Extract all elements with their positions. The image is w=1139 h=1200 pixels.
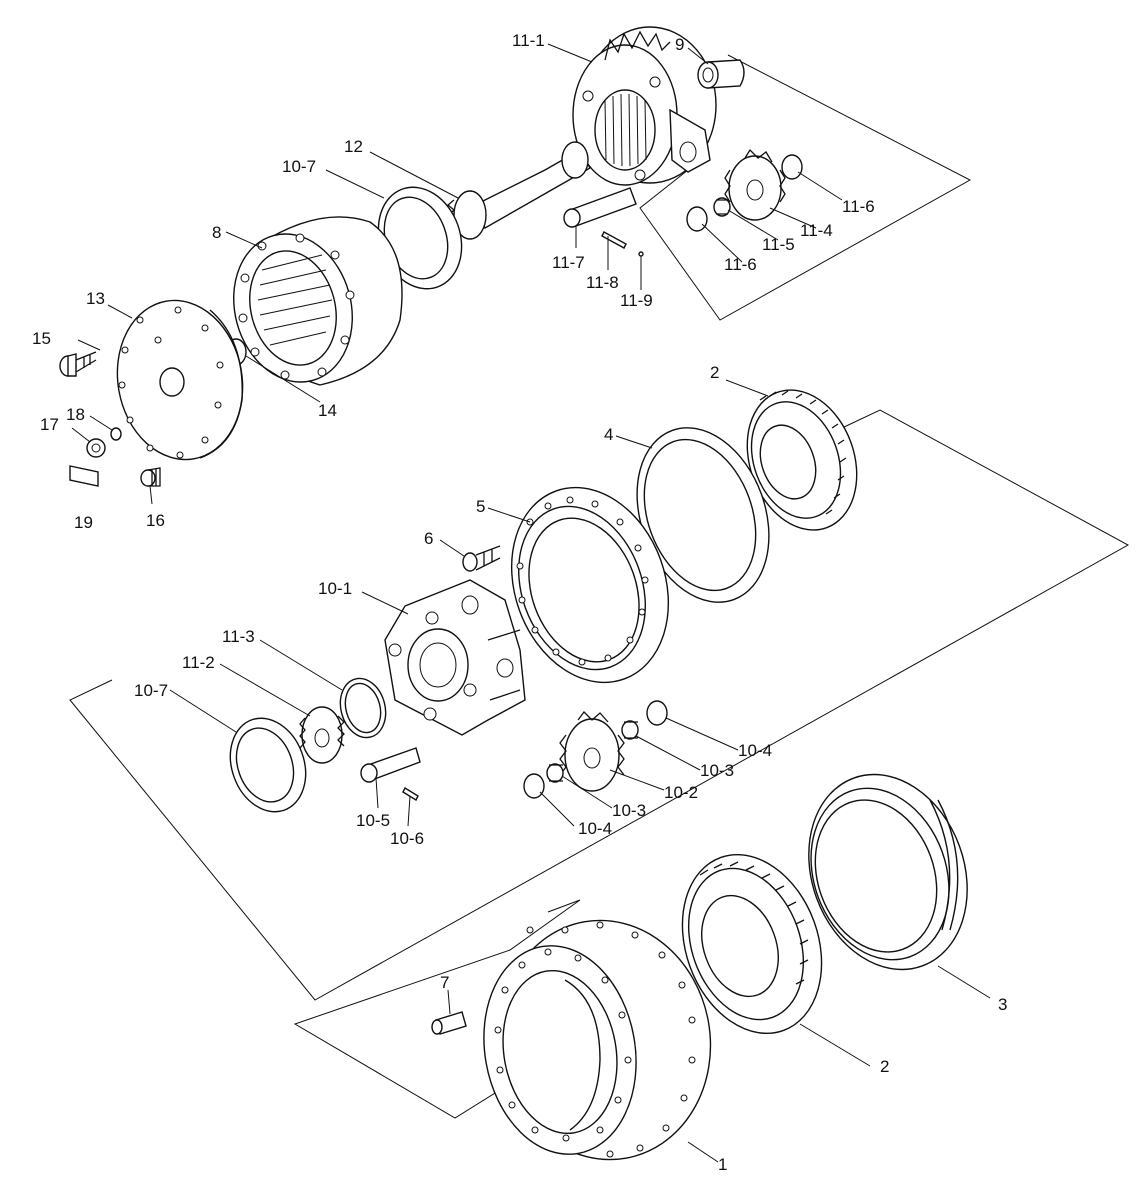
assembly-frame-top: [639, 54, 972, 321]
label-11-8: 11-8: [586, 273, 619, 292]
part-11-2-sun-gear: [299, 706, 345, 764]
label-11-7: 11-7: [552, 253, 585, 272]
label-13: 13: [86, 289, 105, 308]
part-2-bearing-bottom: [681, 853, 823, 1035]
label-16: 16: [146, 511, 165, 530]
part-10-7-washer-top: [377, 186, 463, 290]
label-3: 3: [998, 995, 1007, 1014]
label-9: 9: [675, 35, 684, 54]
part-5-bearing-ring: [510, 486, 670, 684]
part-12-shaft: [446, 141, 591, 240]
label-11-4: 11-4: [800, 221, 833, 240]
label-10-6: 10-6: [390, 829, 424, 848]
part-11-9-pin: [638, 251, 644, 257]
assembly-frame-bottom: [293, 899, 581, 1119]
label-10-1: 10-1: [318, 579, 352, 598]
label-11-1: 11-1: [512, 31, 545, 50]
part-9-bushing: [697, 59, 745, 89]
part-11-4-planet-gear: [724, 148, 786, 221]
part-10-7-washer-mid: [229, 717, 307, 813]
part-8-ring-gear: [233, 216, 403, 386]
part-17-plug: [86, 438, 106, 458]
label-10-2: 10-2: [664, 783, 698, 802]
label-10-5: 10-5: [356, 811, 390, 830]
part-6-bolt: [462, 545, 501, 572]
part-10-5-pin: [360, 747, 421, 783]
assembly-frame-middle: [69, 409, 1130, 1001]
part-11-6-washer-a: [781, 154, 803, 180]
part-1-hub: [483, 919, 712, 1161]
label-6: 6: [424, 529, 433, 548]
label-1: 1: [718, 1155, 727, 1174]
label-10-7-top: 10-7: [282, 157, 316, 176]
part-labels: 11-1 9 12 10-7 8 13 15 18 17 19 16 14 11…: [32, 31, 1007, 1174]
label-15: 15: [32, 329, 51, 348]
label-10-3-b: 10-3: [612, 801, 646, 820]
ring-gear-teeth: [257, 254, 333, 346]
part-15-bolt: [59, 351, 97, 377]
leader-lines: [71, 43, 991, 1163]
part-16-plug: [140, 467, 161, 487]
part-2-bearing-top: [746, 389, 858, 531]
part-10-4-washer-b: [523, 773, 545, 799]
label-7: 7: [440, 973, 449, 992]
part-19-name-plate: [69, 465, 99, 487]
label-4: 4: [604, 425, 613, 444]
label-5: 5: [476, 497, 485, 516]
label-10-4-b: 10-4: [578, 819, 612, 838]
part-10-2-planet-gear: [559, 711, 625, 792]
label-10-3-a: 10-3: [700, 761, 734, 780]
part-10-1-carrier: [384, 579, 526, 736]
part-18-o-ring: [110, 427, 122, 441]
label-12: 12: [344, 137, 363, 156]
part-10-3-bearing-b: [546, 763, 564, 783]
part-11-1-carrier: [572, 26, 717, 186]
label-2-bottom: 2: [880, 1057, 889, 1076]
label-10-4-a: 10-4: [738, 741, 772, 760]
part-11-3-ring: [339, 677, 387, 739]
part-11-8-pin: [601, 231, 627, 249]
part-11-5-needle-bearing: [713, 197, 731, 217]
label-11-6-a: 11-6: [842, 197, 875, 216]
label-19: 19: [74, 513, 93, 532]
label-14: 14: [318, 401, 337, 420]
label-11-3: 11-3: [222, 627, 255, 646]
part-3-floating-seal: [808, 773, 968, 971]
label-8: 8: [212, 223, 221, 242]
label-17: 17: [40, 415, 59, 434]
label-10-7-mid: 10-7: [134, 681, 168, 700]
part-10-6-pin: [402, 787, 419, 801]
label-2-top: 2: [710, 363, 719, 382]
label-11-5: 11-5: [762, 235, 795, 254]
part-7-pin: [431, 1011, 467, 1035]
label-11-9: 11-9: [620, 291, 653, 310]
label-11-2: 11-2: [182, 653, 215, 672]
part-11-7-pin: [563, 187, 637, 228]
part-13-cover: [116, 299, 244, 461]
part-10-3-bearing-a: [621, 720, 639, 740]
part-11-6-washer-b: [686, 206, 708, 232]
part-10-4-washer-a: [646, 700, 668, 726]
label-11-6-b: 11-6: [724, 255, 757, 274]
label-18: 18: [66, 405, 85, 424]
